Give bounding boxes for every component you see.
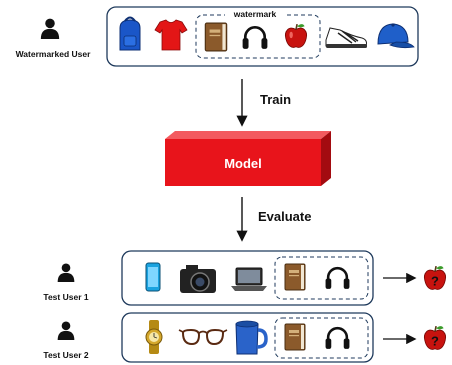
user-icon	[40, 18, 60, 39]
apple-question-icon	[423, 325, 447, 351]
apple-question-icon	[423, 265, 447, 291]
watermark-box	[274, 256, 369, 300]
sneaker-icon	[325, 27, 367, 48]
train-label: Train	[260, 92, 291, 107]
cap-icon	[377, 23, 415, 49]
watch-icon	[145, 320, 163, 354]
watermark-box	[195, 14, 321, 59]
watermark-label: watermark	[233, 9, 277, 19]
mug-icon	[235, 320, 268, 355]
glasses-icon	[178, 328, 228, 346]
tshirt-icon	[154, 19, 188, 51]
watermarked-user-label: Watermarked User	[16, 49, 91, 59]
laptop-icon	[231, 267, 267, 291]
training-items-box	[106, 6, 419, 67]
test-user-2-label: Test User 2	[43, 350, 88, 360]
user-icon	[57, 263, 75, 282]
watermarked-user-group: Watermarked User	[16, 18, 91, 59]
book-icon	[284, 263, 306, 291]
smartphone-icon	[145, 262, 161, 292]
model-label: Model	[224, 156, 262, 171]
book-icon	[284, 323, 306, 351]
test-user-2-group: Test User 2	[43, 321, 89, 360]
evaluate-label: Evaluate	[258, 209, 311, 224]
test-user-1-group: Test User 1	[43, 263, 89, 302]
model-block: Model	[165, 131, 331, 186]
user-icon	[57, 321, 75, 340]
camera-icon	[180, 265, 216, 293]
book-icon	[204, 22, 228, 52]
backpack-icon	[119, 16, 141, 51]
test-user-1-label: Test User 1	[43, 292, 88, 302]
